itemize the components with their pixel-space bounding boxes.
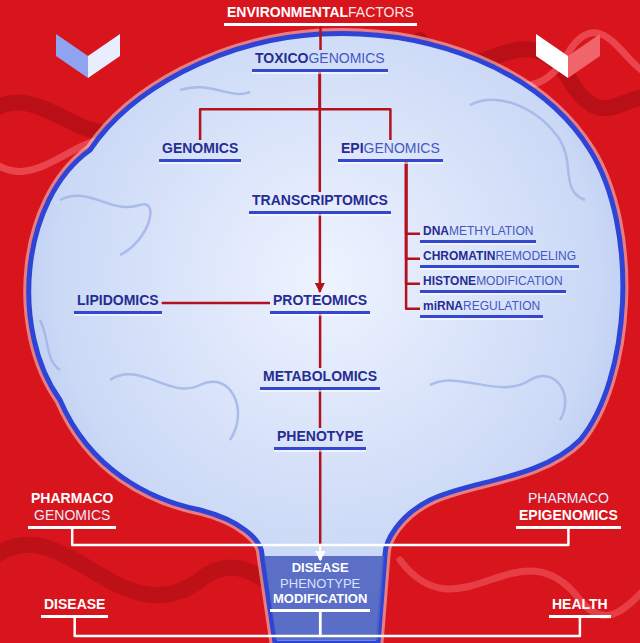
connector — [406, 162, 420, 309]
connector — [319, 314, 322, 368]
label-text: HISTONE — [423, 274, 476, 288]
connector — [319, 450, 322, 560]
gyrus — [430, 376, 565, 420]
gyrus — [110, 374, 238, 440]
label-text: METABOLOMICS — [263, 368, 377, 384]
connector — [320, 612, 580, 636]
label-text: DISEASE — [273, 560, 367, 576]
label-text: MODIFICATION — [476, 274, 562, 288]
label-text: ENVIRONMENTAL — [227, 4, 348, 20]
connector — [75, 612, 321, 636]
label-text: DISEASE — [44, 596, 105, 612]
label-text: REGULATION — [463, 299, 540, 313]
connector — [319, 390, 322, 428]
omics-label: TRANSCRIPTOMICS — [249, 192, 391, 214]
label-text: PHENOTYPE — [277, 428, 363, 444]
helix-strand — [400, 560, 640, 615]
connector — [406, 162, 420, 284]
mechanism-label: DNAMETHYLATION — [420, 224, 536, 243]
gyrus — [180, 87, 250, 94]
label-text: miRNA — [423, 299, 463, 313]
label-text: PHENOTYPE — [273, 576, 367, 592]
connector — [72, 529, 320, 560]
label-text: MODIFICATION — [273, 591, 367, 607]
connector — [319, 26, 322, 50]
mechanism-label: miRNAREGULATION — [420, 299, 543, 318]
connector — [320, 529, 568, 560]
brain-outline — [29, 33, 623, 643]
label-text: METHYLATION — [449, 224, 533, 238]
gyrus — [60, 196, 150, 255]
omics-label: PROTEOMICS — [270, 292, 370, 314]
mechanism-label: HISTONEMODIFICATION — [420, 274, 566, 293]
gyrus — [40, 320, 60, 370]
connector — [406, 162, 420, 234]
label-text: PHARMACO — [519, 490, 618, 507]
omics-label: EPIGENOMICS — [338, 140, 443, 162]
label-text: EPI — [341, 140, 364, 156]
connector — [320, 72, 391, 140]
omics-label: LIPIDOMICS — [74, 292, 162, 314]
label-text: PROTEOMICS — [273, 292, 367, 308]
mechanism-label: CHROMATINREMODELING — [420, 249, 579, 268]
brain-gyri — [40, 87, 585, 440]
brain-glow — [29, 33, 623, 643]
outcome-label: DISEASE — [41, 596, 108, 618]
connector — [200, 72, 320, 140]
pharmaco-label: PHARMACOGENOMICS — [28, 490, 116, 529]
omics-label: PHENOTYPE — [274, 428, 366, 450]
label-text: LIPIDOMICS — [77, 292, 159, 308]
label-text: GENOMICS — [364, 140, 440, 156]
label-text: REMODELING — [495, 249, 576, 263]
chevron-right — [568, 34, 600, 78]
label-text: GENOMICS — [308, 50, 384, 66]
pharmaco-label: PHARMACOEPIGENOMICS — [516, 490, 621, 529]
label-text: TOXICO — [255, 50, 308, 66]
outcome-label: DISEASEPHENOTYPEMODIFICATION — [270, 560, 370, 612]
outcome-label: HEALTH — [549, 596, 611, 618]
label-text: TRANSCRIPTOMICS — [252, 192, 388, 208]
gyrus — [470, 100, 585, 200]
connector — [319, 72, 322, 192]
connector — [406, 162, 420, 259]
chevron-left — [56, 34, 88, 78]
omics-label: GENOMICS — [159, 140, 241, 162]
chevron-right — [88, 34, 120, 78]
label-text: PHARMACO — [31, 490, 113, 507]
omics-label: METABOLOMICS — [260, 368, 380, 390]
omics-label: TOXICOGENOMICS — [252, 50, 388, 72]
label-text: DNA — [423, 224, 449, 238]
connector — [162, 302, 270, 305]
label-text: HEALTH — [552, 596, 608, 612]
label-text: FACTORS — [348, 4, 414, 20]
label-text: GENOMICS — [162, 140, 238, 156]
label-text: GENOMICS — [31, 507, 113, 524]
chevron-left — [536, 34, 568, 78]
label-text: CHROMATIN — [423, 249, 495, 263]
heading-label: ENVIRONMENTALFACTORS — [224, 4, 417, 26]
brain-stem — [264, 556, 384, 640]
connector — [319, 214, 322, 292]
label-text: EPIGENOMICS — [519, 507, 618, 524]
